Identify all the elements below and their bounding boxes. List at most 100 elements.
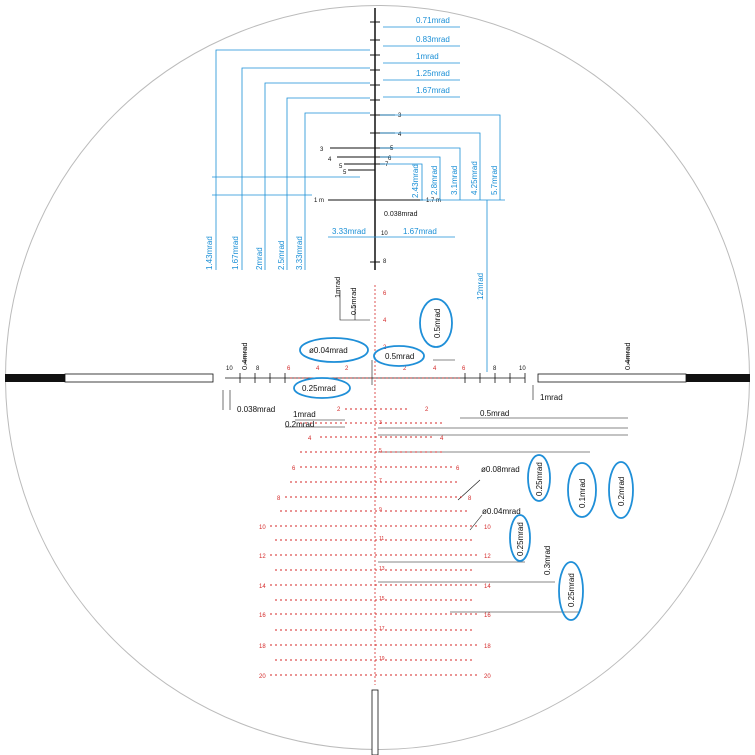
vertical-label-12mrad: 12mrad <box>476 273 485 300</box>
rangefinder-number: 3 <box>320 147 324 153</box>
right-0-5mrad-label: 0.5mrad <box>480 409 509 418</box>
rangefinder-number: 7 <box>385 162 389 168</box>
tree-left-number: 4 <box>308 436 312 442</box>
rangefinder-number: 5 <box>390 146 394 152</box>
tree-center-number: 15 <box>379 596 385 602</box>
bar-left-label: 3.33mrad <box>332 227 366 236</box>
tree-left-number: 16 <box>259 613 266 619</box>
marker-8: 8 <box>383 259 387 265</box>
h-left-number: 10 <box>226 366 233 372</box>
bar-number: 10 <box>381 231 388 237</box>
oval-tree-0-25mrad-b <box>509 514 531 562</box>
oval-0-5mrad-vertical-label: 0.5mrad <box>433 309 442 338</box>
label-1mrad-small: 1mrad <box>293 410 316 419</box>
right-0-4mrad-label: 0.4mrad <box>623 342 632 370</box>
oval-0-5mrad-horizontal <box>373 345 425 367</box>
tree-center-number: 3 <box>379 420 382 426</box>
rangefinder-number: 5 <box>339 164 343 170</box>
h-right-number: 6 <box>462 366 466 372</box>
tree-left-number: 14 <box>259 584 266 590</box>
vertical-label-3-1mrad: 3.1mrad <box>450 166 459 195</box>
oval-tree-0-2mrad <box>608 461 634 519</box>
mid-right-label: 1.7 m <box>426 198 441 204</box>
oval-tree-0-2mrad-label: 0.2mrad <box>617 477 626 506</box>
oval-0-25mrad <box>293 377 351 399</box>
tree-right-number: 20 <box>484 674 491 680</box>
vertical-label-2-43mrad: 2.43mrad <box>411 164 420 198</box>
tree-left-number: 20 <box>259 674 266 680</box>
h-right-number: 10 <box>519 366 526 372</box>
oval-tree-0-25mrad-a <box>527 454 551 502</box>
h-left-number: 8 <box>256 366 260 372</box>
red-top-number: 6 <box>383 291 387 297</box>
tree-right-number: 8 <box>468 496 472 502</box>
center-dimension-lines <box>222 290 629 613</box>
tree-left-number: 12 <box>259 554 266 560</box>
oval-tree-0-25mrad-b-label: 0.25mrad <box>516 522 525 556</box>
h-right-number: 8 <box>493 366 497 372</box>
tree-center-number: 19 <box>379 656 385 662</box>
tree-center-number: 7 <box>379 478 382 484</box>
left-0-4mrad-label: 0.4mrad <box>240 342 249 370</box>
tree-right-number: 16 <box>484 613 491 619</box>
dot-thickness-label-2: ø0.04mrad <box>482 507 521 516</box>
rangefinder-number: 4 <box>398 132 402 138</box>
vertical-label-5-7mrad: 5.7mrad <box>490 166 499 195</box>
right-label-1-67mrad: 1.67mrad <box>416 86 450 95</box>
label-0-5mrad-vertical: 0.5mrad <box>349 287 358 315</box>
dot-thickness-label-1: ø0.08mrad <box>481 465 520 474</box>
h-right-number: 2 <box>403 366 407 372</box>
vertical-label-3-33mrad: 3.33mrad <box>295 236 304 270</box>
tree-rows <box>270 408 478 676</box>
oval-tree-0-1mrad <box>567 462 597 518</box>
oval-tree-0-25mrad-c-label: 0.25mrad <box>567 573 576 607</box>
tree-right-number: 10 <box>484 525 491 531</box>
right-label-0-71mrad: 0.71mrad <box>416 16 450 25</box>
tree-center-number: 5 <box>379 448 382 454</box>
vertical-label-1-67mrad: 1.67mrad <box>231 236 240 270</box>
gap-label: 0.038mrad <box>384 211 418 218</box>
left-0-038mrad-label: 0.038mrad <box>237 405 275 414</box>
h-right-number: 4 <box>433 366 437 372</box>
tree-left-number: 10 <box>259 525 266 531</box>
vertical-label-4-25mrad: 4.25mrad <box>470 161 479 195</box>
tree-left-number: 2 <box>337 407 341 413</box>
rangefinder-number: 3 <box>398 113 402 119</box>
tree-left-number: 18 <box>259 644 266 650</box>
oval-thickness-0-04mrad <box>299 337 369 363</box>
rangefinder-number: 5 <box>343 170 347 176</box>
tree-right-number: 12 <box>484 554 491 560</box>
tree-right-number: 4 <box>440 436 444 442</box>
oval-0-5mrad-vertical <box>419 298 453 348</box>
right-label-1mrad: 1mrad <box>416 52 439 61</box>
left-thin-post <box>64 373 214 383</box>
h-left-number: 4 <box>316 366 320 372</box>
right-thin-post <box>537 373 687 383</box>
tree-right-number: 2 <box>425 407 429 413</box>
right-label-1-25mrad: 1.25mrad <box>416 69 450 78</box>
rangefinder-number: 6 <box>388 156 392 162</box>
tree-center-number: 17 <box>379 626 385 632</box>
label-0-2mrad: 0.2mrad <box>285 420 314 429</box>
red-top-number: 4 <box>383 318 387 324</box>
vertical-label-1-43mrad: 1.43mrad <box>205 236 214 270</box>
tree-left-number: 8 <box>277 496 281 502</box>
vertical-label-2mrad: 2mrad <box>255 247 264 270</box>
oval-tree-0-1mrad-label: 0.1mrad <box>578 479 587 508</box>
label-1mrad-vertical: 1mrad <box>333 277 342 298</box>
upper-dimension-lines <box>212 26 505 372</box>
oval-0-5mrad-horizontal-label: 0.5mrad <box>385 352 414 361</box>
vertical-label-2-8mrad: 2.8mrad <box>430 166 439 195</box>
oval-tree-0-25mrad-c <box>558 561 584 621</box>
h-left-number: 6 <box>287 366 291 372</box>
oval-tree-0-25mrad-a-label: 0.25mrad <box>535 462 544 496</box>
bar-right-label: 1.67mrad <box>403 227 437 236</box>
tree-center-number: 9 <box>379 507 382 513</box>
right-thick-post <box>686 374 750 382</box>
right-label-0-83mrad: 0.83mrad <box>416 35 450 44</box>
tree-right-number: 6 <box>456 466 460 472</box>
rangefinder-number: 4 <box>328 157 332 163</box>
tree-center-number: 13 <box>379 566 385 572</box>
left-thick-post <box>5 374 65 382</box>
